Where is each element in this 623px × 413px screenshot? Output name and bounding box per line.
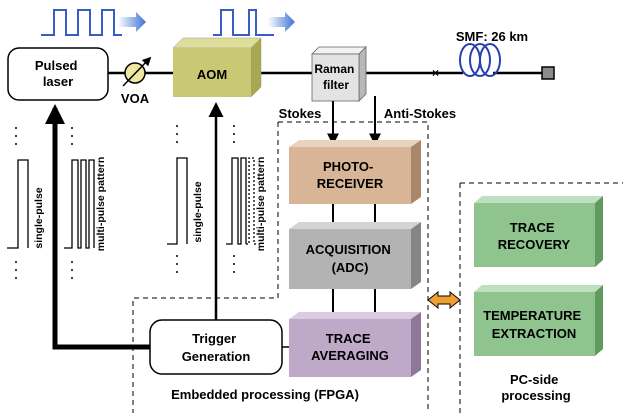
acquisition-label: ACQUISITION (ADC) — [306, 242, 395, 275]
multi-pulse-waveform-left — [64, 159, 95, 249]
trigger-to-laser-arrow — [45, 104, 150, 350]
top-pulse-icon-right — [213, 9, 295, 36]
pc-region-border — [459, 182, 623, 413]
right-dots — [176, 125, 235, 273]
stokes-label: Stokes — [279, 106, 322, 121]
single-pulse-label-right: single-pulse — [192, 181, 204, 242]
multi-pulse-label-right: multi-pulse pattern — [255, 157, 267, 252]
smf-coil-icon — [459, 43, 501, 77]
raman-filter-block — [311, 46, 367, 102]
acquisition-block — [289, 222, 421, 289]
single-pulse-waveform-left — [7, 159, 29, 249]
raman-filter-label: Raman filter — [314, 62, 357, 92]
temperature-extraction-label: TEMPERATURE EXTRACTION — [483, 308, 585, 341]
aom-label: AOM — [197, 67, 227, 82]
splice-mark: × — [432, 66, 439, 80]
trigger-generation-label: Trigger Generation — [182, 331, 251, 364]
trigger-generation-block — [149, 319, 283, 375]
smf-label: SMF: 26 km — [456, 29, 528, 44]
left-dots — [15, 127, 73, 279]
pulsed-laser-block — [7, 47, 109, 101]
fiber-end-termination — [541, 66, 555, 80]
multi-pulse-waveform-right-dotted — [246, 157, 257, 245]
trace-averaging-block — [289, 312, 421, 377]
trace-recovery-label: TRACE RECOVERY — [498, 220, 571, 252]
voa-adjust-arrow — [122, 56, 152, 87]
single-pulse-label-left: single-pulse — [33, 187, 45, 248]
temperature-extraction-block — [474, 285, 603, 356]
photo-receiver-label: PHOTO- RECEIVER — [317, 159, 384, 191]
fpga-pc-link-arrow — [427, 290, 461, 310]
voa-label: VOA — [121, 91, 150, 106]
pc-region-label: PC-side processing — [501, 372, 570, 403]
fpga-region-border — [132, 121, 429, 413]
trace-recovery-block — [474, 196, 603, 267]
aom-block — [172, 37, 262, 98]
trace-averaging-label: TRACE AVERAGING — [311, 331, 389, 363]
multi-pulse-label-left: multi-pulse pattern — [95, 157, 107, 252]
photo-receiver-block — [289, 140, 421, 204]
multi-pulse-waveform-right — [226, 157, 247, 245]
anti-stokes-label: Anti-Stokes — [384, 106, 456, 121]
pulsed-laser-label: Pulsed laser — [35, 58, 81, 89]
top-pulse-icon-left — [41, 9, 146, 36]
fpga-region-label: Embedded processing (FPGA) — [171, 387, 359, 402]
single-pulse-waveform-right — [167, 157, 188, 245]
